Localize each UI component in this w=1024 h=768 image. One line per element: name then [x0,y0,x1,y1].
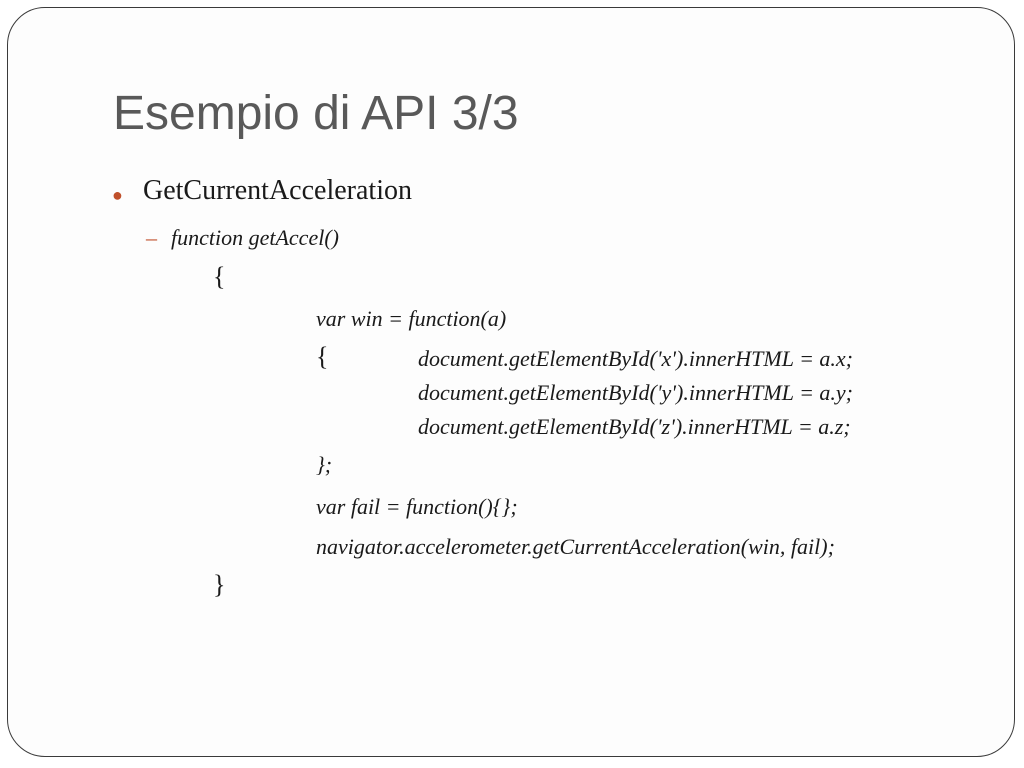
code-open-brace: { [213,262,226,291]
code-line-fail: var fail = function(){}; [316,494,518,519]
code-inner-open-brace: { [316,342,329,371]
code-close-brace: } [213,570,226,599]
code-line-win: var win = function(a) [316,306,507,331]
slide-title: Esempio di API 3/3 [113,87,519,140]
code-inner-close: }; [316,452,333,477]
code-line-y: document.getElementById('y').innerHTML =… [418,380,854,405]
sub-bullet-text: function getAccel() [171,225,339,250]
sub-bullet-marker: – [146,225,157,250]
slide-frame [7,7,1015,757]
bullet-text: GetCurrentAcceleration [143,175,412,206]
code-line-x: document.getElementById('x').innerHTML =… [418,346,854,371]
code-line-nav: navigator.accelerometer.getCurrentAccele… [316,534,835,559]
code-line-z: document.getElementById('z').innerHTML =… [418,414,851,439]
bullet-dot-icon: ● [112,185,123,205]
